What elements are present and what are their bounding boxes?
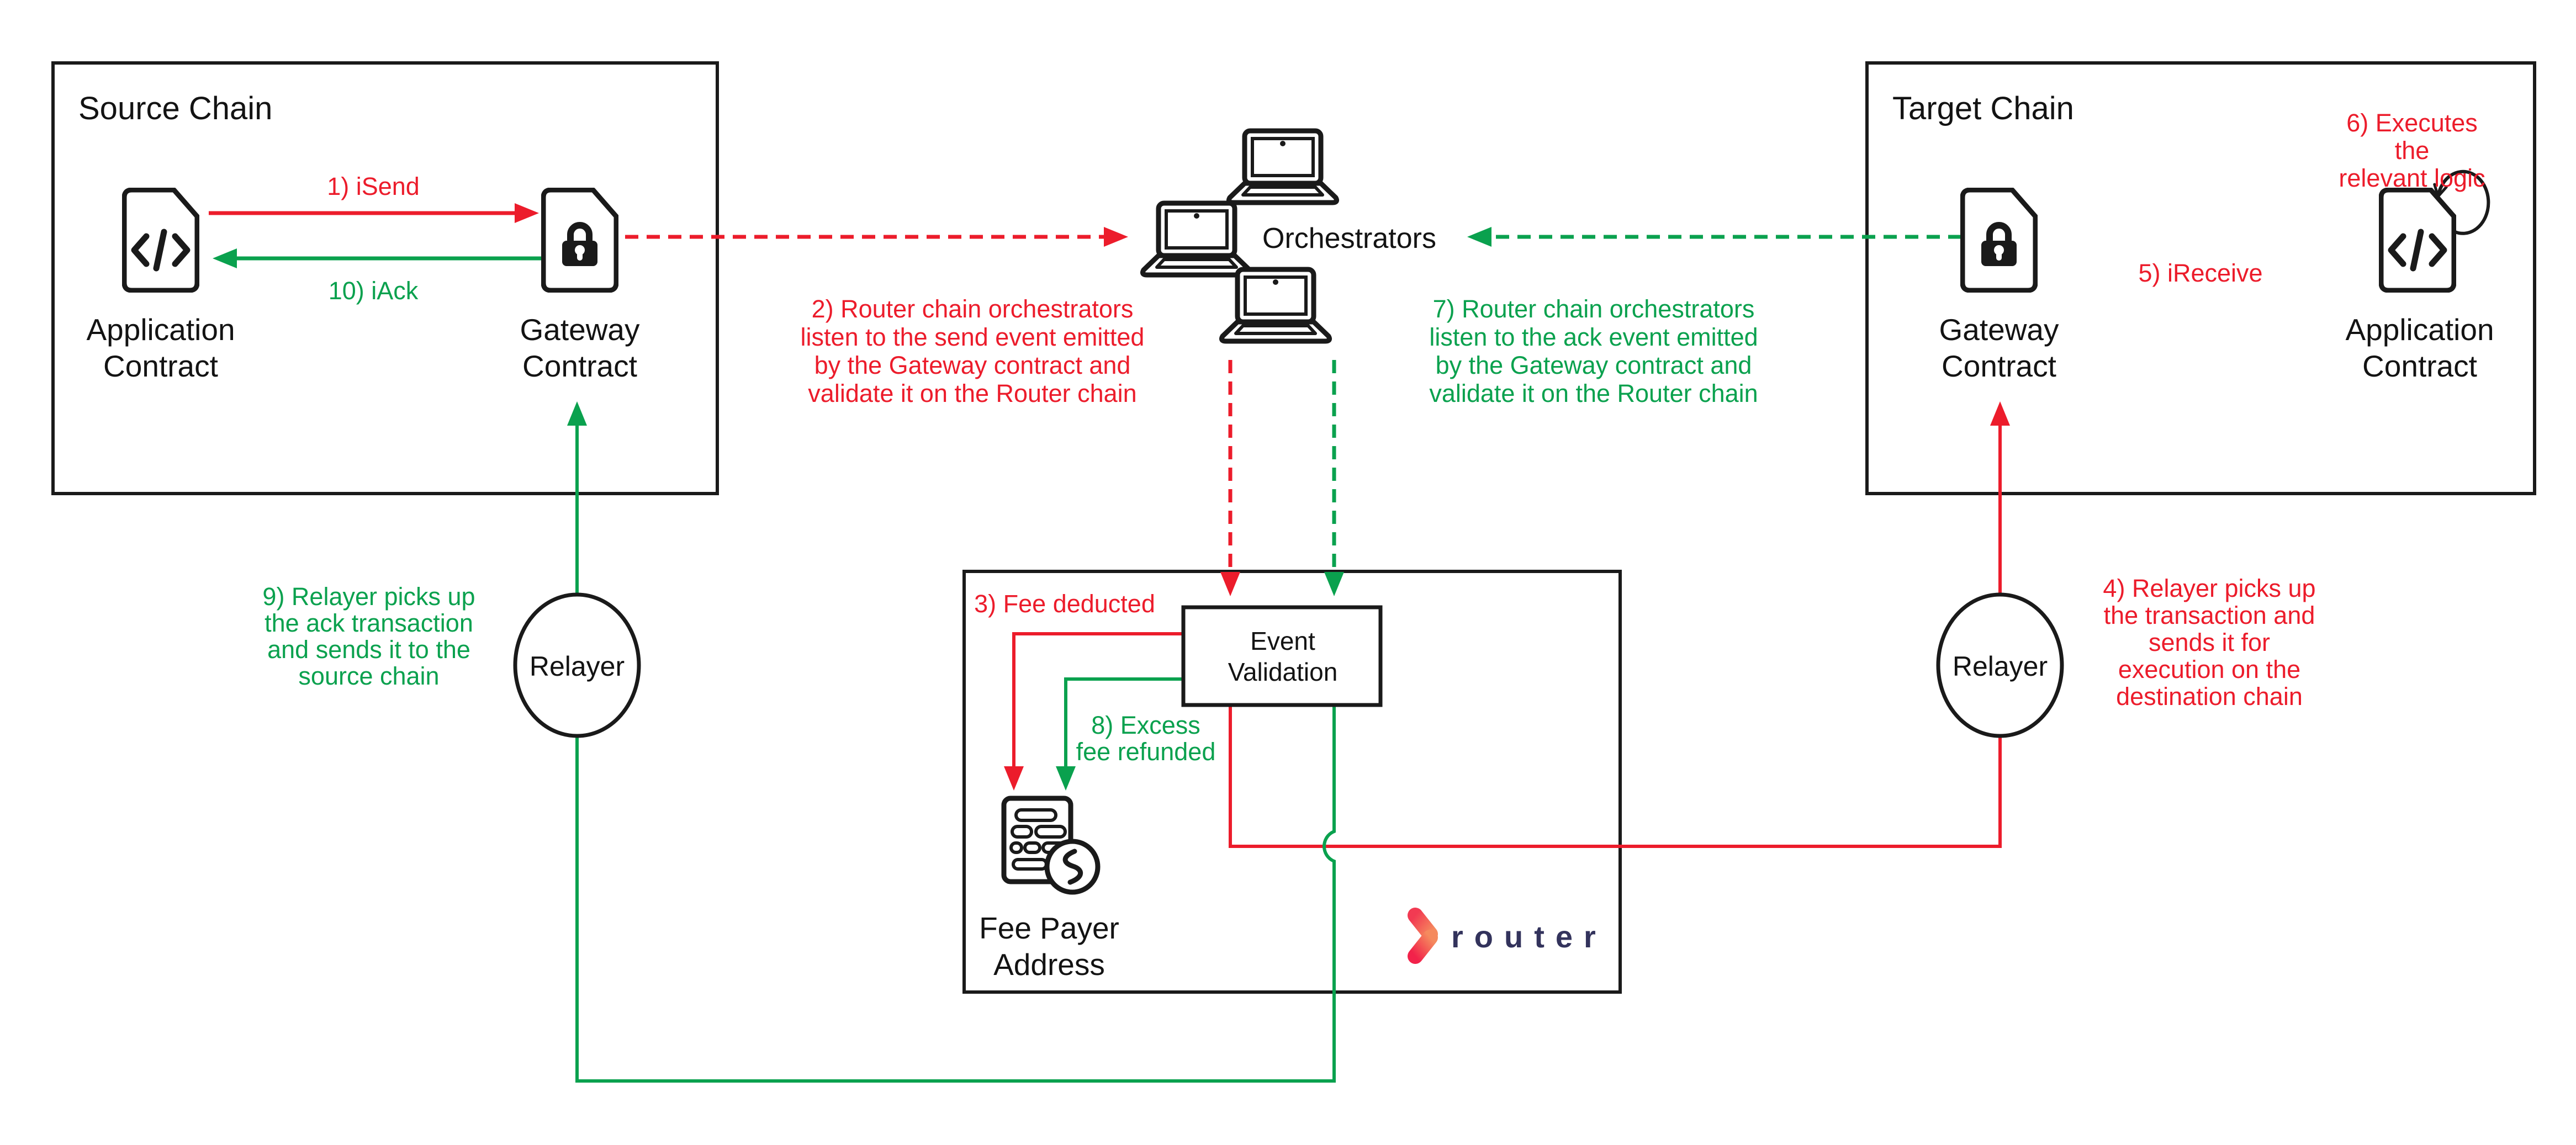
event-validation-label: Event Validation — [1228, 627, 1338, 686]
orchestrator-laptop-icon — [1221, 269, 1329, 341]
excess-fee-refunded-label: 8) Excess fee refunded — [1076, 711, 1216, 766]
target-chain-title: Target Chain — [1892, 91, 2074, 126]
application-contract-icon — [124, 190, 197, 290]
iack-label: 10) iAck — [328, 277, 419, 305]
orchestrator-laptop-icon — [1142, 203, 1250, 275]
event-validation-box — [1181, 605, 1383, 707]
fee-deducted-arrow — [1004, 632, 1183, 791]
router-logo-icon — [1408, 908, 1438, 964]
right-relayer-circle — [1936, 592, 2064, 738]
target-gateway-contract-label: Gateway Contract — [1939, 312, 2059, 383]
source-application-contract-label: Application Contract — [86, 312, 235, 383]
source-chain-title: Source Chain — [78, 91, 273, 126]
left-relayer-circle — [513, 592, 641, 738]
gateway-contract-lock-icon — [543, 190, 616, 290]
target-application-contract-label: Application Contract — [2345, 312, 2494, 383]
source-chain-box — [51, 61, 719, 495]
fee-payer-address-label: Fee Payer Address — [979, 911, 1119, 982]
gateway-contract-lock-icon — [1963, 190, 2035, 290]
application-contract-icon — [2381, 190, 2454, 290]
step9-note: 9) Relayer picks up the ack transaction … — [262, 582, 475, 690]
step6-executes-note: 6) Executes the relevant logic — [2339, 109, 2485, 192]
orchestrators-label: Orchestrators — [1262, 222, 1436, 255]
self-execution-loop-arrow — [2433, 169, 2490, 235]
router-chain-box — [962, 570, 1622, 994]
step4-note: 4) Relayer picks up the transaction and … — [2103, 574, 2316, 711]
ireceive-label: 5) iReceive — [2138, 259, 2263, 287]
right-relayer-label: Relayer — [1952, 651, 2048, 682]
excess-fee-refunded-arrow — [1056, 677, 1183, 791]
isend-label: 1) iSend — [327, 172, 420, 200]
source-gateway-contract-label: Gateway Contract — [520, 312, 640, 383]
fee-payer-address-icon — [1004, 798, 1098, 892]
fee-deducted-label: 3) Fee deducted — [974, 590, 1155, 618]
router-logo-wordmark: router — [1451, 919, 1607, 954]
validation-to-right-relayer-line — [1229, 705, 2002, 848]
validation-to-left-relayer-line — [575, 705, 1336, 1083]
step7-note: 7) Router chain orchestrators listen to … — [1429, 295, 1758, 407]
target-chain-box — [1865, 61, 2536, 495]
left-relayer-label: Relayer — [529, 651, 625, 682]
orchestrator-laptop-icon — [1229, 131, 1336, 203]
step2-note: 2) Router chain orchestrators listen to … — [800, 295, 1145, 407]
